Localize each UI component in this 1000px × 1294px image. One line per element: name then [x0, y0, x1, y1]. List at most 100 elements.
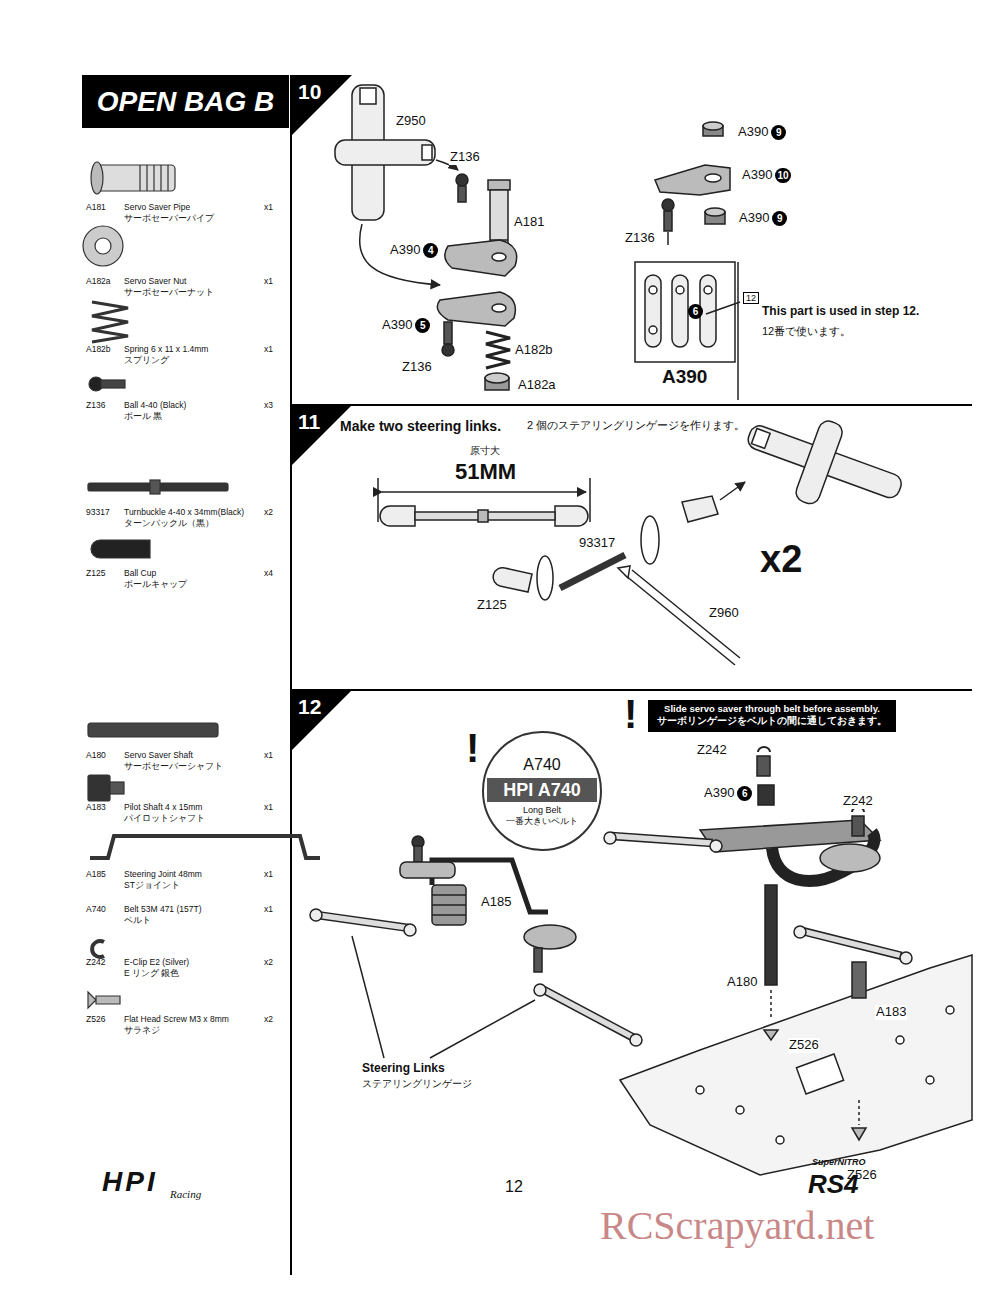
parts-list-text: サーボセーバーシャフト [124, 762, 223, 772]
step11-illustration [378, 397, 914, 665]
note-text: 2 個のステアリングリンゲージを作ります。 [527, 419, 745, 432]
product-logo: RS4 [808, 1170, 859, 1200]
parts-list-text: Servo Saver Pipe [124, 203, 190, 213]
parts-list-text: Flat Head Screw M3 x 8mm [124, 1015, 229, 1025]
parts-list-text: x2 [264, 958, 273, 968]
parts-list-text: A180 [86, 751, 106, 761]
step-heading: Make two steering links. [340, 418, 501, 434]
parts-list-text: ベルト [124, 916, 151, 926]
parts-list-text: パイロットシャフト [124, 814, 205, 824]
part-label: A390 [381, 318, 413, 333]
parts-list-text: ボール 黒 [124, 412, 162, 422]
parts-list-text: Z125 [86, 569, 105, 579]
parts-list-text: A181 [86, 203, 106, 213]
parts-list-text: x1 [264, 203, 273, 213]
parts-list-text: Z242 [86, 958, 105, 968]
warning-mark: ! [624, 694, 637, 734]
parts-list-text: x1 [264, 277, 273, 287]
quantity: x2 [760, 538, 802, 582]
part-label: A180 [726, 975, 758, 990]
callout-number: 6 [688, 304, 703, 319]
title-text: OPEN BAG B [97, 86, 274, 118]
parts-list-text: ボールキャップ [124, 580, 187, 590]
part-label: A390 [660, 366, 709, 388]
step-number: 10 [298, 80, 321, 104]
group-label: Steering Links [362, 1062, 445, 1076]
node-text: サーボリンゲージをベルトの間に通しておきます。 [656, 715, 888, 727]
node-text: HPI A740 [487, 778, 597, 803]
parts-list-text: A740 [86, 905, 106, 915]
part-label: Z242 [696, 743, 728, 758]
brand-logo: Racing [170, 1188, 201, 1201]
parts-list-text: 93317 [86, 508, 110, 518]
parts-list-text: Pilot Shaft 4 x 15mm [124, 803, 202, 813]
parts-list-text: x4 [264, 569, 273, 579]
step-callout: 12 [743, 292, 759, 304]
parts-list-text: x1 [264, 905, 273, 915]
parts-list-icons [83, 162, 320, 1008]
part-label: A185 [480, 895, 512, 910]
product-logo: SuperNITRO [812, 1157, 866, 1167]
parts-list-text: Steering Joint 48mm [124, 870, 202, 880]
part-label: A182a [517, 378, 557, 393]
part-label: A390 [737, 125, 769, 140]
parts-list-text: x3 [264, 401, 273, 411]
callout-number: 10 [775, 168, 790, 183]
node-text: Slide servo saver through belt before as… [656, 703, 888, 715]
part-label: A390 [389, 243, 421, 258]
callout-number: 6 [737, 786, 752, 801]
parts-list-text: サーボセーバーナット [124, 288, 214, 298]
part-label: 93317 [578, 536, 616, 551]
parts-list-text: x1 [264, 751, 273, 761]
parts-list-text: サーボセーバーパイプ [124, 214, 214, 224]
note-text: ステアリングリンゲージ [362, 1078, 472, 1090]
part-label: A182b [514, 343, 554, 358]
callout-number: 4 [423, 243, 438, 258]
title-banner: OPEN BAG B [82, 75, 289, 128]
part-label: Z136 [624, 231, 656, 246]
parts-list-text: E-Clip E2 (Silver) [124, 958, 189, 968]
parts-list-text: A183 [86, 803, 106, 813]
parts-list-text: E リング 銀色 [124, 969, 179, 979]
parts-list-text: Belt 53M 471 (157T) [124, 905, 201, 915]
page-number: 12 [505, 1178, 523, 1196]
parts-list-text: Z526 [86, 1015, 105, 1025]
step-number: 12 [298, 695, 321, 719]
parts-list-text: Ball 4-40 (Black) [124, 401, 186, 411]
part-label: Z136 [401, 360, 433, 375]
part-label: Z136 [449, 150, 481, 165]
part-label: A390 [738, 211, 770, 226]
note-text: 12番で使います。 [762, 325, 851, 338]
parts-list-text: Spring 6 x 11 x 1.4mm [124, 345, 208, 355]
node-text: A740 [523, 756, 560, 774]
parts-list-text: x1 [264, 345, 273, 355]
parts-list-text: ターンバックル（黒） [124, 519, 214, 529]
warning-mark: ! [466, 728, 479, 768]
parts-list-text: サラネジ [124, 1026, 160, 1036]
part-label: Z125 [476, 598, 508, 613]
part-label: Z242 [842, 794, 874, 809]
parts-list-text: A182a [86, 277, 111, 287]
brand-logo: HPI [102, 1166, 158, 1198]
part-label: A390 [703, 786, 735, 801]
note-text: This part is used in step 12. [762, 305, 919, 319]
part-label: A183 [875, 1005, 907, 1020]
dimension: 51MM [455, 459, 516, 484]
callout-number: 9 [772, 211, 787, 226]
node-text: Long Belt [523, 805, 561, 815]
callout-number: 5 [415, 318, 430, 333]
part-label: Z526 [788, 1038, 820, 1053]
parts-list-text: x1 [264, 870, 273, 880]
watermark: RCScrapyard.net [600, 1203, 874, 1249]
step12-chassis [620, 955, 972, 1175]
warning-note: Slide servo saver through belt before as… [648, 700, 896, 732]
parts-list-text: STジョイント [124, 881, 180, 891]
step10-parts-sprue [635, 122, 740, 400]
parts-list-text: x1 [264, 803, 273, 813]
parts-list-text: A185 [86, 870, 106, 880]
part-label: Z950 [395, 114, 427, 129]
node-text: 一番大きいベルト [506, 816, 578, 826]
step10-illustration [335, 85, 517, 390]
page-frame [291, 75, 972, 1275]
